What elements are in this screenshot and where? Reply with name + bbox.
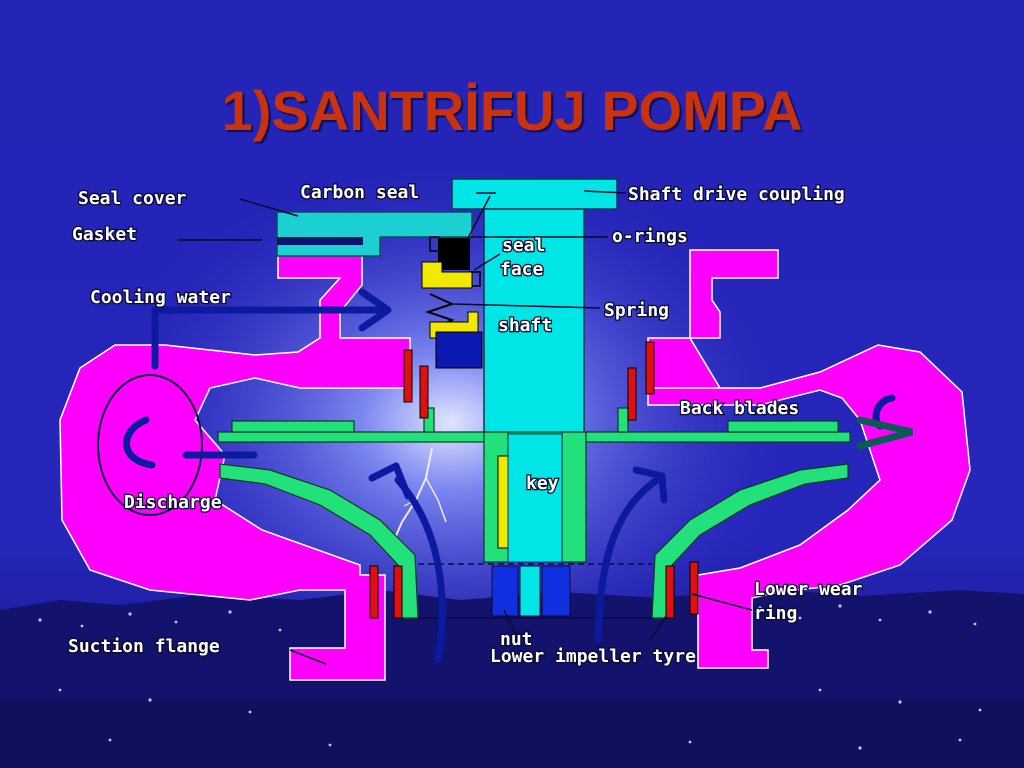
shaft: [483, 208, 585, 435]
label-cooling-water: Cooling water: [90, 287, 231, 308]
label-lower-impeller-tyre: Lower impeller tyre: [490, 646, 696, 667]
discharge-outlet-arrow-icon: [856, 416, 913, 450]
label-seal: seal: [502, 235, 545, 256]
label-shaft-drive-coupling: Shaft drive coupling: [628, 184, 845, 205]
discharge-c-icon: [123, 416, 156, 469]
label-suction-flange: Suction flange: [68, 636, 220, 657]
wear-rings: [369, 341, 699, 619]
label-back-blades: Back blades: [680, 398, 799, 419]
label-seal-cover: Seal cover: [78, 188, 187, 209]
label-face: face: [500, 259, 544, 280]
impeller-hub-nut: [435, 331, 483, 369]
label-key: key: [526, 473, 559, 494]
discharge-volute: [97, 374, 203, 516]
shaft-drive-coupling: [451, 178, 618, 210]
flow-arrows: [123, 288, 896, 664]
impeller-nut: [491, 565, 571, 617]
label-discharge: Discharge: [124, 492, 222, 513]
label-nut: nut: [500, 629, 533, 650]
city-lights: [38, 604, 982, 750]
gasket: [277, 237, 363, 245]
label-shaft: shaft: [498, 315, 552, 336]
label-ring: ring: [754, 603, 797, 624]
suction-flow-left-arrow-icon: [394, 476, 446, 664]
label-carbon-seal: Carbon seal: [300, 182, 419, 203]
label-gasket: Gasket: [72, 224, 137, 245]
o-ring-upper-icon: [429, 236, 440, 252]
label-spring: Spring: [604, 300, 669, 321]
label-o-rings: o-rings: [612, 226, 688, 247]
page-title: 1)SANTRİFUJ POMPA: [221, 79, 803, 142]
leader-lines: [178, 190, 753, 665]
suction-flow-right-arrow-icon: [594, 474, 664, 644]
label-lower-wear: Lower wear: [754, 579, 863, 600]
seal-face: [421, 261, 473, 289]
cooling-water-arrow-icon: [151, 306, 386, 370]
pump-casing: [59, 249, 971, 681]
carbon-seal: [438, 238, 470, 270]
